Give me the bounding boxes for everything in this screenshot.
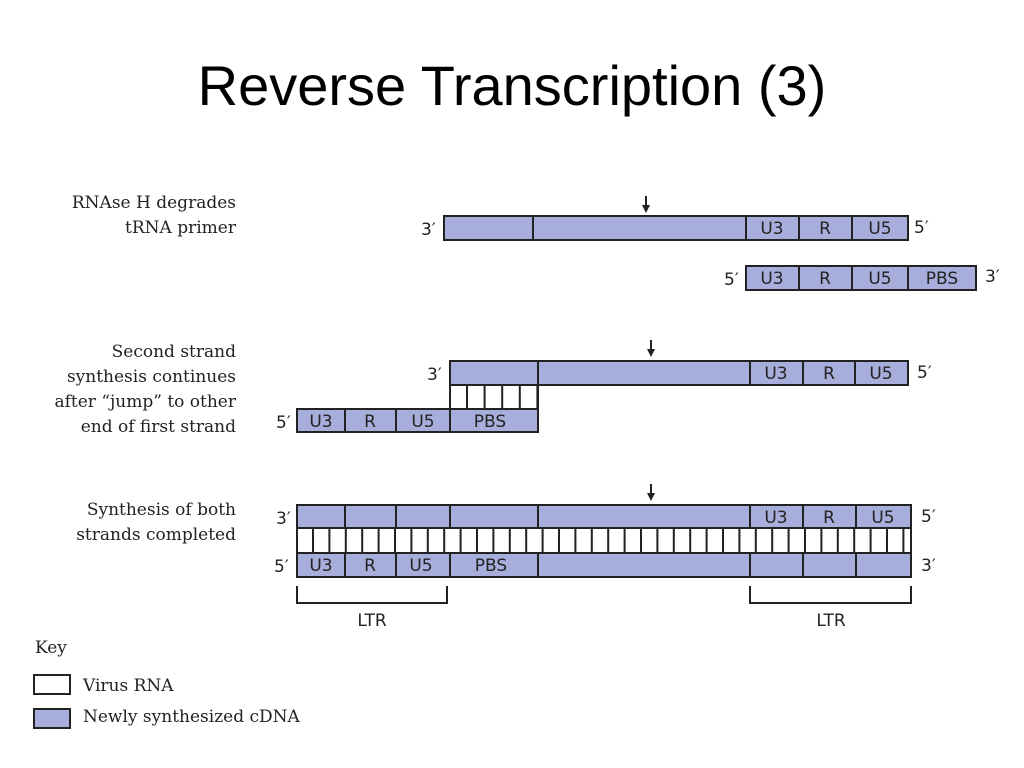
segment-label-u5: U5 xyxy=(868,219,891,239)
step-3-label-line: strands completed xyxy=(76,525,236,545)
segment-label-u5: U5 xyxy=(411,412,434,432)
key-title: Key xyxy=(35,638,67,658)
step-2-label-line: synthesis continues xyxy=(66,367,236,387)
segment-label-u3: U3 xyxy=(764,508,787,528)
end-label-5prime: 5′ xyxy=(276,413,291,433)
step2-bottom-strand xyxy=(296,408,539,433)
segment-label-r: R xyxy=(364,412,376,432)
segment-label-u3: U3 xyxy=(309,412,332,432)
ltr-bracket-left xyxy=(296,586,448,604)
step1-bottom-strand xyxy=(745,265,977,291)
step2-top-strand xyxy=(449,360,909,386)
segment-label-u3: U3 xyxy=(760,219,783,239)
end-label-3prime: 3′ xyxy=(427,365,442,385)
segment-label-r: R xyxy=(819,269,831,289)
step-1-label-line: RNAse H degrades xyxy=(71,193,236,213)
segment-label-pbs: PBS xyxy=(475,556,507,576)
end-label-5prime: 5′ xyxy=(274,557,289,577)
ltr-bracket-right xyxy=(749,586,912,604)
slide-title: Reverse Transcription (3) xyxy=(197,54,827,117)
segment-label-r: R xyxy=(819,219,831,239)
step-3-label: Synthesis of both strands completed xyxy=(76,498,236,548)
step-2-label-line: end of first strand xyxy=(80,417,236,437)
end-label-3prime: 3′ xyxy=(421,220,436,240)
down-arrow-icon xyxy=(642,205,650,213)
end-label-5prime: 5′ xyxy=(724,270,739,290)
step-2-label-line: Second strand xyxy=(111,342,236,362)
end-label-3prime: 3′ xyxy=(276,509,291,529)
segment-label-u5: U5 xyxy=(868,269,891,289)
step1-top-strand xyxy=(443,215,909,241)
segment-label-pbs: PBS xyxy=(926,269,958,289)
end-label-3prime: 3′ xyxy=(985,267,1000,287)
down-arrow-icon xyxy=(647,493,655,501)
end-label-5prime: 5′ xyxy=(914,218,929,238)
step-1-label-line: tRNA primer xyxy=(125,218,236,238)
step-3-label-line: Synthesis of both xyxy=(86,500,236,520)
step3-ladder xyxy=(296,527,912,554)
end-label-5prime: 5′ xyxy=(917,363,932,383)
segment-label-u3: U3 xyxy=(760,269,783,289)
step3-top-strand xyxy=(296,504,912,529)
segment-label-r: R xyxy=(823,508,835,528)
step2-ladder xyxy=(449,384,539,410)
virus-rna-swatch xyxy=(33,674,71,695)
step-1-label: RNAse H degrades tRNA primer xyxy=(72,191,236,241)
segment-label-u3: U3 xyxy=(309,556,332,576)
cdna-swatch xyxy=(33,708,71,729)
key-label-virus-rna: Virus RNA xyxy=(83,676,174,696)
segment-label-u3: U3 xyxy=(764,364,787,384)
segment-label-r: R xyxy=(364,556,376,576)
segment-label-u5: U5 xyxy=(409,556,432,576)
down-arrow-icon xyxy=(647,349,655,357)
end-label-3prime: 3′ xyxy=(921,556,936,576)
segment-label-u5: U5 xyxy=(869,364,892,384)
segment-label-u5: U5 xyxy=(871,508,894,528)
end-label-5prime: 5′ xyxy=(921,507,936,527)
key-label-cdna: Newly synthesized cDNA xyxy=(83,707,300,727)
ltr-label: LTR xyxy=(357,611,387,631)
step3-bottom-strand xyxy=(296,552,912,578)
step-2-label-line: after “jump” to other xyxy=(54,392,236,412)
ltr-label: LTR xyxy=(816,611,846,631)
segment-label-pbs: PBS xyxy=(474,412,506,432)
step-2-label: Second strand synthesis continues after … xyxy=(54,340,236,440)
segment-label-r: R xyxy=(823,364,835,384)
